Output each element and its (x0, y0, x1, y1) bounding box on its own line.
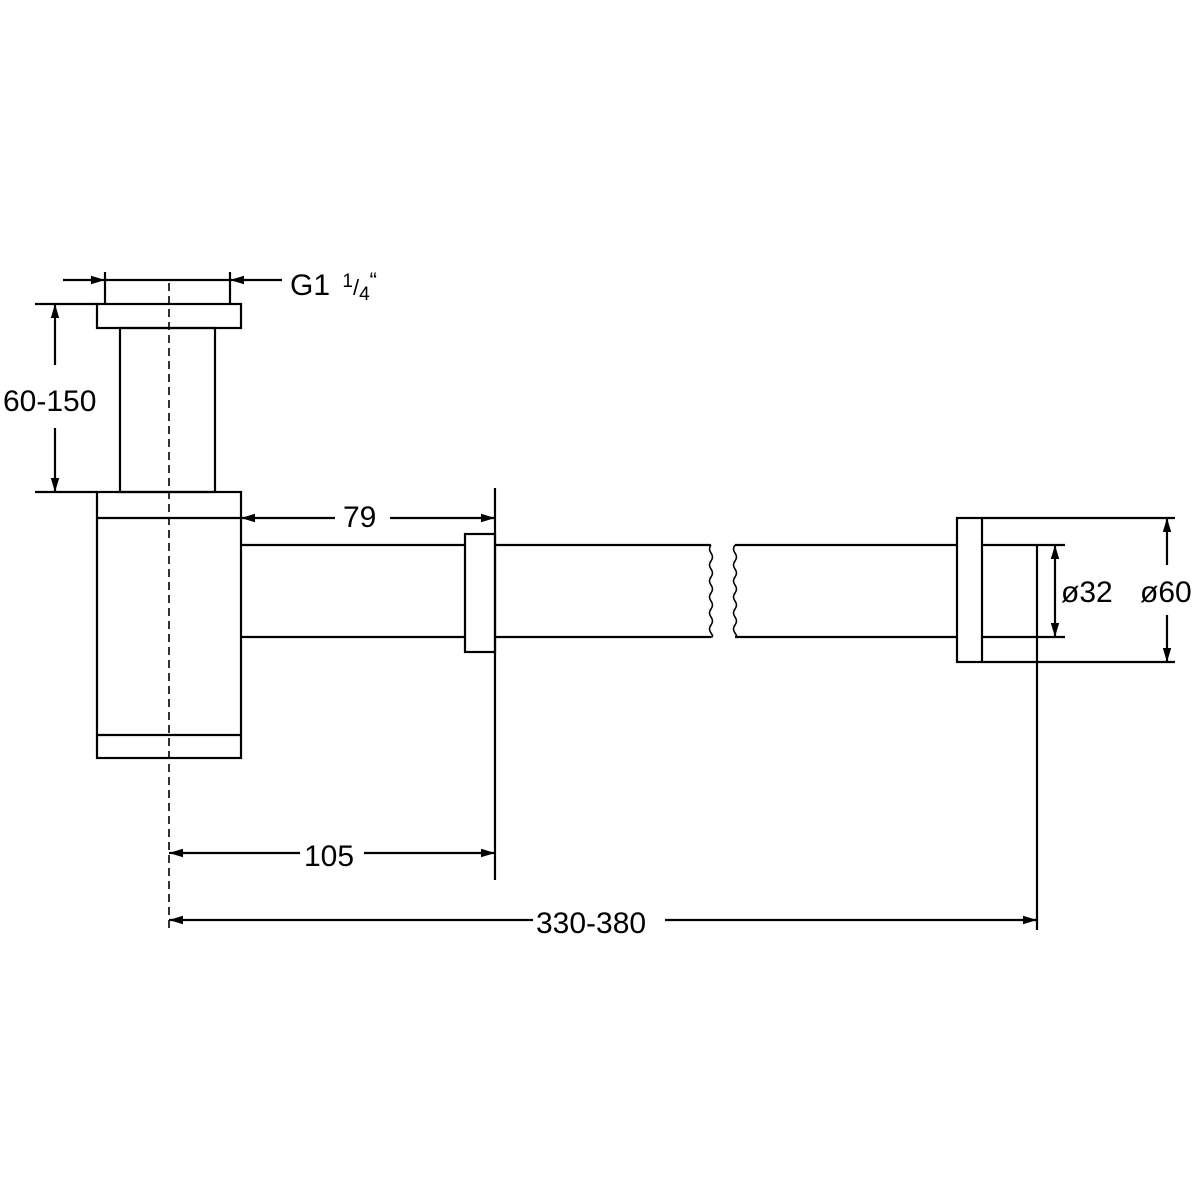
trap-body (95, 490, 243, 760)
outlet-nut (463, 532, 497, 654)
stem (118, 326, 217, 494)
center-wall-label: 330-380 (536, 907, 646, 940)
wall-flange (955, 516, 984, 664)
thread-label: G1 1/4“ (290, 268, 377, 305)
break-line-left (708, 544, 714, 638)
center-flange-label: 105 (304, 840, 354, 873)
flange-diameter-label: ø60 (1140, 576, 1192, 609)
outlet-length-label: 79 (343, 501, 376, 534)
break-line-right (732, 544, 738, 638)
height-label: 60-150 (3, 385, 96, 418)
pipe-diameter-label: ø32 (1061, 576, 1113, 609)
